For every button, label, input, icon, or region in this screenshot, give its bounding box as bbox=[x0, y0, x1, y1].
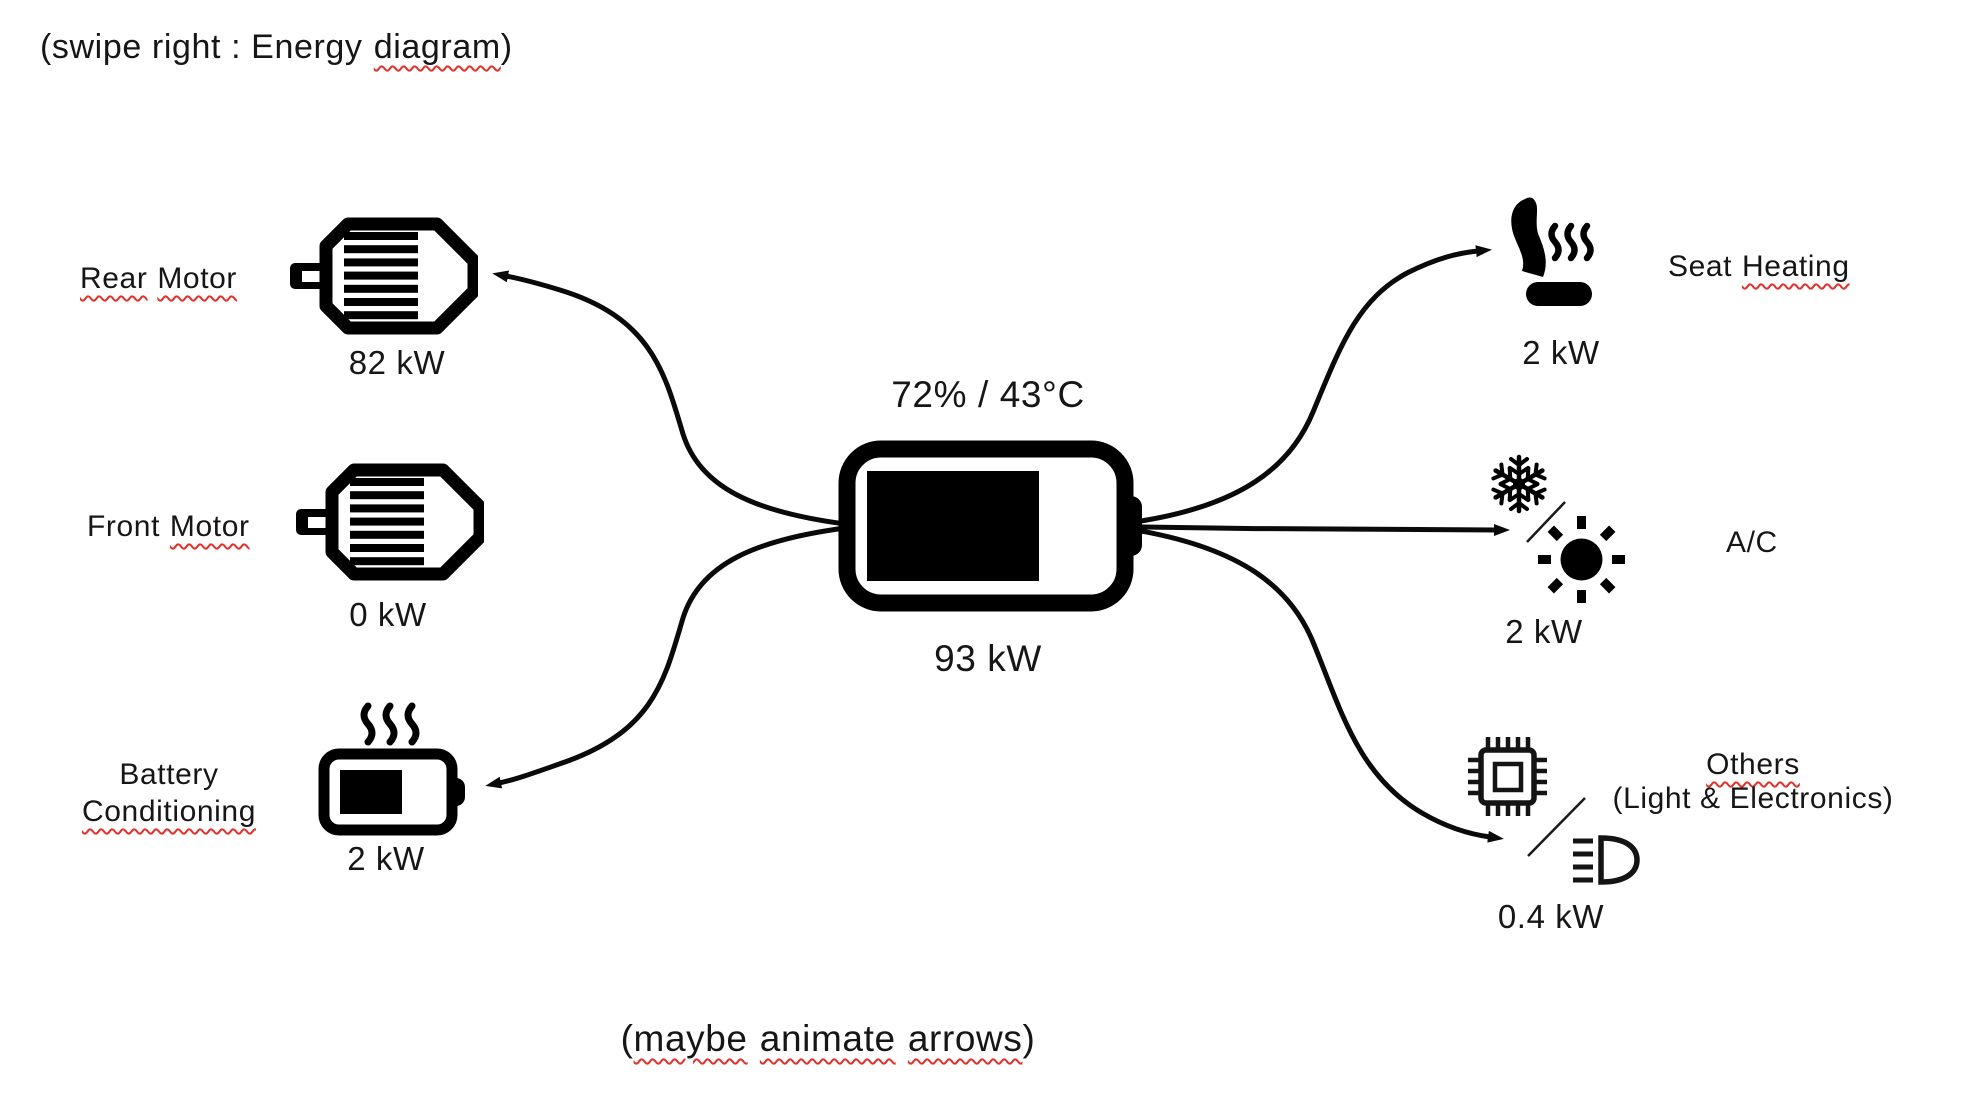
battery-charge-fill bbox=[867, 471, 1039, 581]
footnote-word-3: arrows bbox=[907, 1018, 1023, 1059]
ac-label: A/C bbox=[1726, 526, 1778, 559]
heated-seat-icon bbox=[1498, 196, 1603, 308]
flow-arrow-battery-conditioning bbox=[485, 525, 846, 789]
front-motor-label-w2: Motor bbox=[169, 510, 250, 543]
others-value: 0.4 kW bbox=[1497, 898, 1605, 935]
chip-icon bbox=[1455, 724, 1560, 829]
ac-value: 2 kW bbox=[1505, 613, 1583, 650]
sun-icon bbox=[1534, 512, 1629, 607]
footnote-word-1: maybe bbox=[633, 1018, 748, 1059]
others-slash bbox=[1527, 797, 1586, 857]
seat-heating-label-w2: Heating bbox=[1742, 250, 1850, 283]
battery-status: 72% / 43°C bbox=[891, 374, 1085, 415]
others-label: Others (Light & Electronics) bbox=[1612, 748, 1893, 816]
others-label-line1: Others bbox=[1706, 748, 1800, 781]
rear-motor-icon bbox=[288, 217, 478, 335]
title-misspelled-word: diagram bbox=[373, 28, 501, 66]
footnote-word-2: animate bbox=[759, 1018, 896, 1059]
battery-conditioning-label-line2: Conditioning bbox=[82, 795, 256, 828]
footnote-close-paren: ) bbox=[1022, 1018, 1036, 1059]
battery-conditioning-label-line1: Battery bbox=[119, 758, 219, 791]
seat-heating-label-w1: Seat bbox=[1668, 250, 1733, 283]
title-note: (swipe right : Energy diagram) bbox=[40, 28, 513, 67]
rear-motor-label: Rear Motor bbox=[80, 262, 237, 296]
snowflake-icon bbox=[1488, 453, 1550, 515]
headlight-icon bbox=[1570, 834, 1642, 886]
front-motor-icon bbox=[294, 463, 484, 581]
footnote-open-paren: ( bbox=[620, 1018, 634, 1059]
ac-mode-slash bbox=[1526, 501, 1566, 543]
flow-arrow-ac bbox=[1140, 523, 1510, 536]
flow-arrow-others bbox=[1140, 528, 1504, 843]
rear-motor-value: 82 kW bbox=[348, 344, 446, 381]
seat-heating-label: Seat Heating bbox=[1668, 250, 1850, 284]
battery-conditioning-icon bbox=[318, 694, 483, 839]
front-motor-label-w1: Front bbox=[87, 510, 161, 543]
front-motor-value: 0 kW bbox=[349, 596, 427, 633]
battery-conditioning-value: 2 kW bbox=[347, 840, 425, 877]
rear-motor-label-w1: Rear bbox=[80, 262, 148, 295]
main-battery-icon bbox=[838, 440, 1143, 612]
rear-motor-label-w2: Motor bbox=[157, 262, 238, 295]
seat-heating-value: 2 kW bbox=[1522, 334, 1600, 371]
flow-arrow-seat-heating bbox=[1140, 245, 1492, 524]
battery-power: 93 kW bbox=[934, 638, 1042, 679]
title-close-paren: ) bbox=[500, 28, 513, 66]
others-label-line2: (Light & Electronics) bbox=[1612, 782, 1894, 815]
title-text: (swipe right : Energy bbox=[40, 28, 363, 66]
flow-arrow-rear-motor bbox=[492, 270, 846, 527]
battery-conditioning-label: Battery Conditioning bbox=[82, 756, 256, 830]
footnote-note: (maybe animate arrows) bbox=[621, 1018, 1036, 1060]
